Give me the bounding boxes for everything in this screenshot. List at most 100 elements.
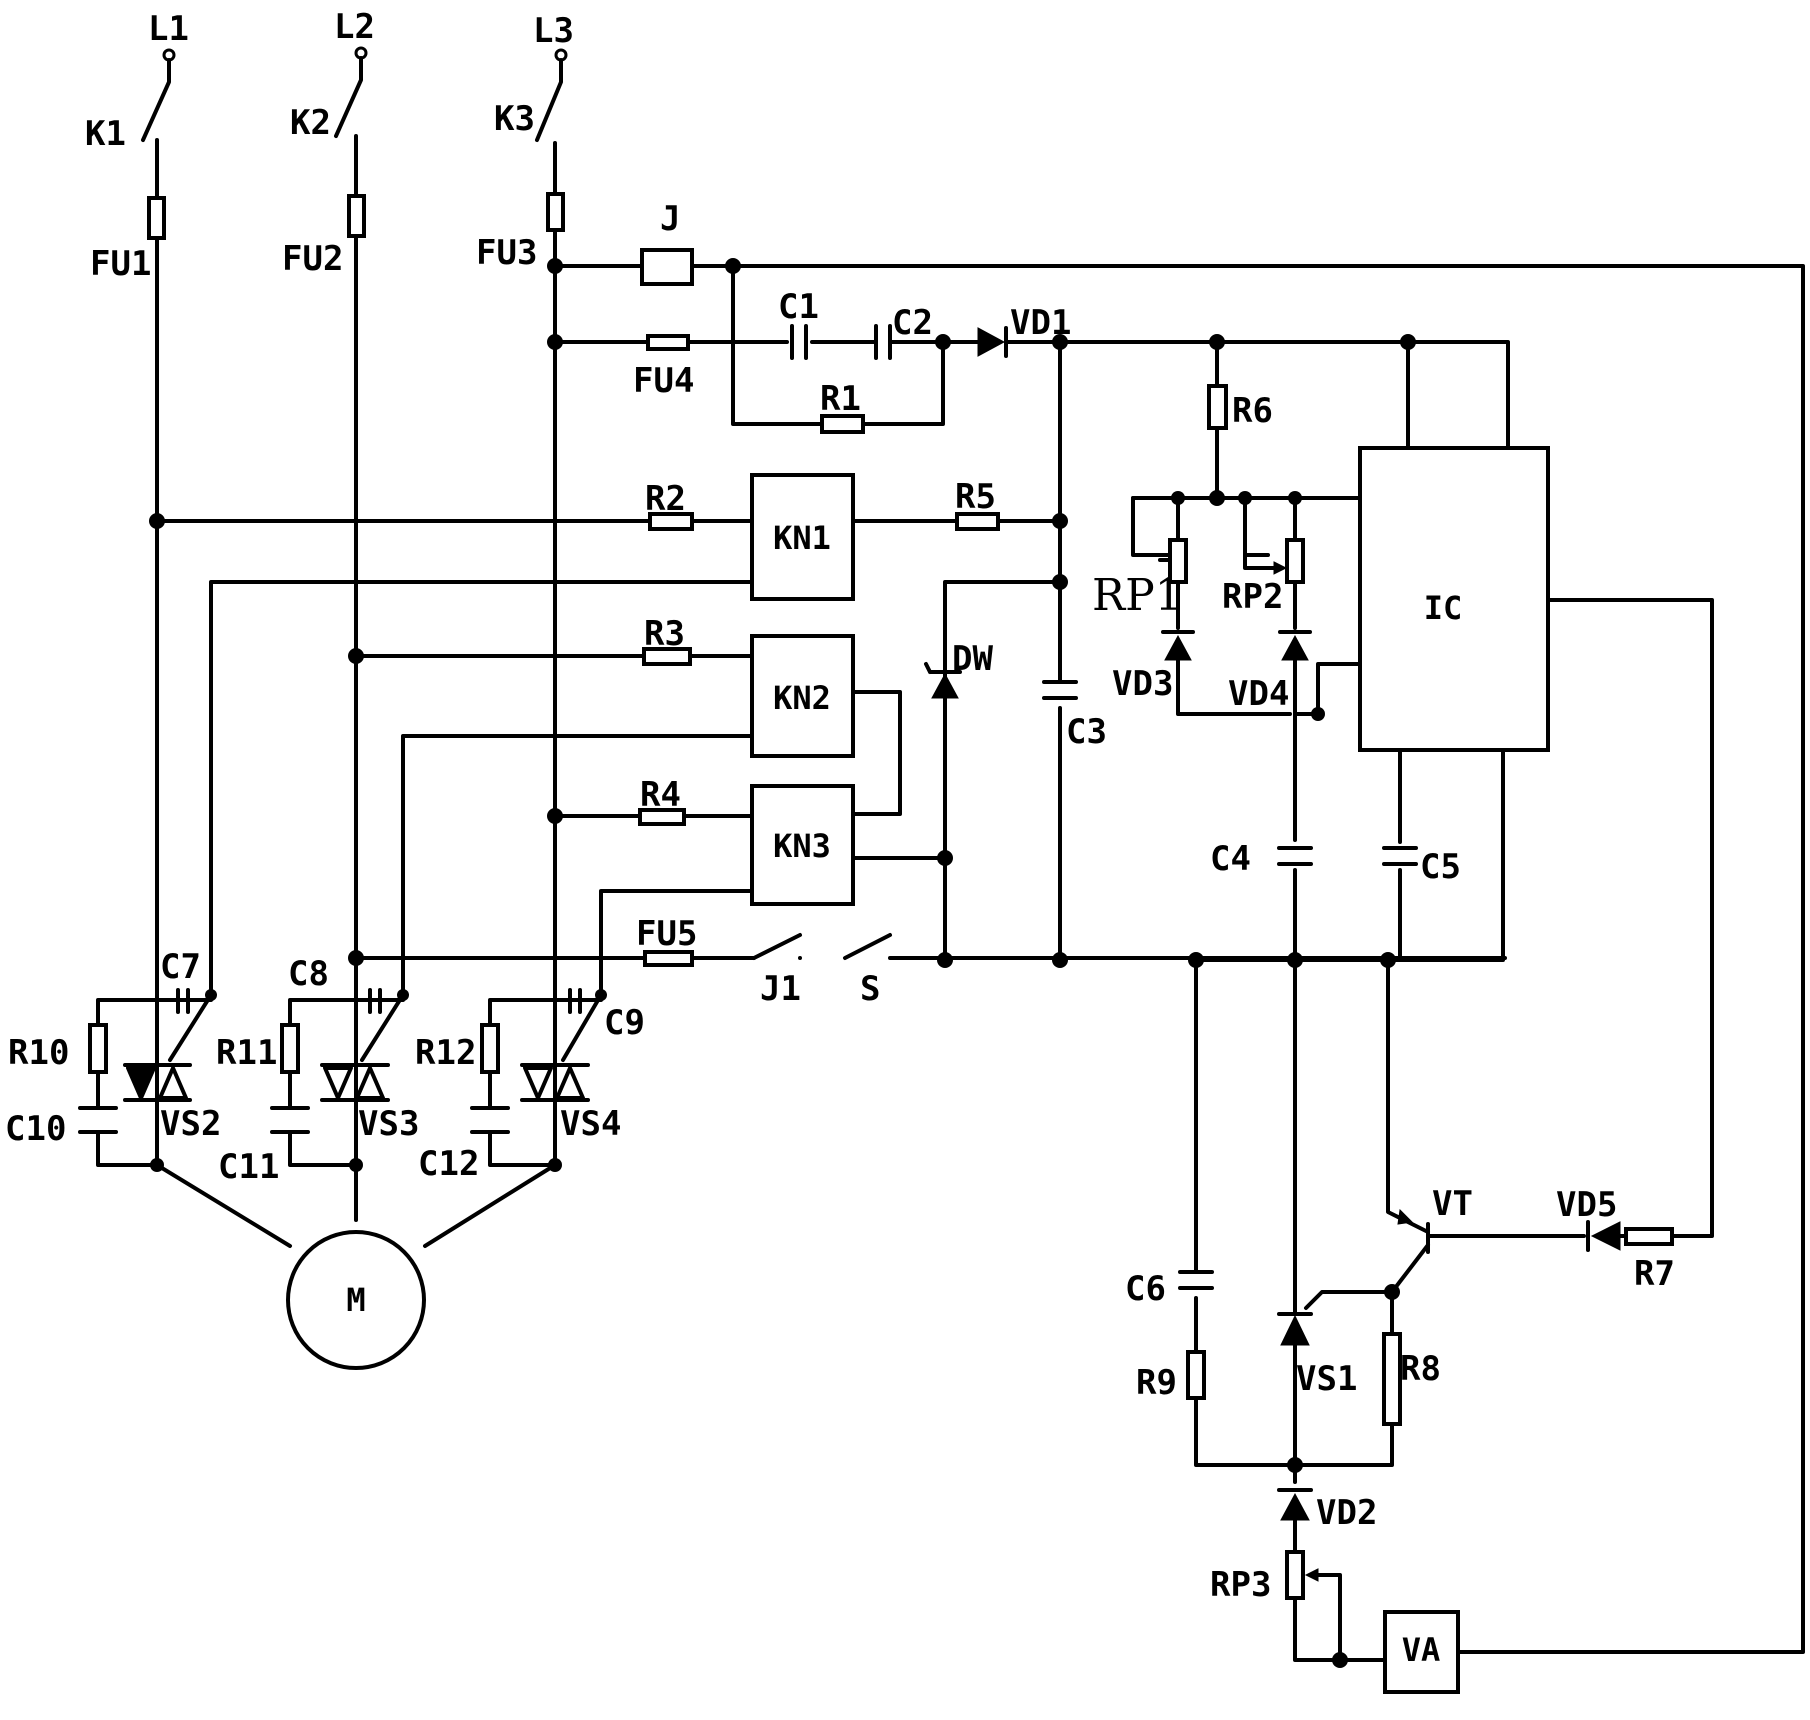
junction-dots xyxy=(149,258,1416,1668)
resistor-r4: R4 xyxy=(638,775,686,826)
switch-s: S xyxy=(843,933,892,1009)
capacitor-c11: C11 xyxy=(218,1106,310,1187)
svg-text:R6: R6 xyxy=(1232,391,1273,431)
svg-text:VS1: VS1 xyxy=(1296,1359,1357,1399)
svg-text:C1: C1 xyxy=(778,287,819,327)
potentiometer-rp3: RP3 xyxy=(1210,1550,1319,1605)
svg-text:VA: VA xyxy=(1402,1631,1441,1669)
svg-text:C12: C12 xyxy=(418,1144,479,1184)
resistor-r8: R8 xyxy=(1382,1332,1441,1426)
svg-text:VD4: VD4 xyxy=(1228,674,1289,714)
diode-vd5: VD5 xyxy=(1556,1185,1621,1252)
svg-text:R8: R8 xyxy=(1400,1349,1441,1389)
transistor-vt: VT xyxy=(1397,1184,1473,1225)
svg-text:VD5: VD5 xyxy=(1556,1185,1617,1225)
resistor-r2: R2 xyxy=(645,479,694,531)
svg-text:R10: R10 xyxy=(8,1033,69,1073)
supply-l3: L3 K3 xyxy=(494,11,574,142)
resistor-r9: R9 xyxy=(1136,1350,1206,1403)
fuse-fu2: FU2 xyxy=(282,194,366,279)
svg-text:M: M xyxy=(346,1281,365,1319)
capacitor-c1: C1 xyxy=(778,287,819,360)
svg-text:R1: R1 xyxy=(820,379,861,419)
svg-text:IC: IC xyxy=(1424,589,1463,627)
svg-text:VT: VT xyxy=(1432,1184,1473,1224)
svg-text:J1: J1 xyxy=(760,969,801,1009)
svg-text:VD2: VD2 xyxy=(1316,1493,1377,1533)
resistor-r12: R12 xyxy=(415,1023,500,1074)
svg-text:R2: R2 xyxy=(645,479,686,519)
svg-text:C9: C9 xyxy=(604,1003,645,1043)
svg-text:FU5: FU5 xyxy=(636,914,697,954)
svg-text:RP1: RP1 xyxy=(1092,570,1183,621)
svg-text:FU4: FU4 xyxy=(633,361,694,401)
svg-text:VS4: VS4 xyxy=(560,1104,621,1144)
fuse-fu5: FU5 xyxy=(636,914,697,967)
capacitor-c7: C7 xyxy=(160,947,213,1062)
svg-text:C7: C7 xyxy=(160,947,201,987)
triac-vs4: VS4 xyxy=(520,1063,621,1144)
svg-text:RP3: RP3 xyxy=(1210,1565,1271,1605)
svg-text:VS3: VS3 xyxy=(358,1104,419,1144)
supply-l2: L2 K2 xyxy=(290,7,375,143)
svg-text:R11: R11 xyxy=(216,1033,277,1073)
potentiometer-rp1: RP1 xyxy=(1092,538,1188,621)
relay-j: J xyxy=(640,199,694,286)
svg-text:C5: C5 xyxy=(1420,847,1461,887)
capacitor-c6: C6 xyxy=(1125,1269,1214,1309)
svg-text:C10: C10 xyxy=(5,1109,66,1149)
capacitor-c2: C2 xyxy=(874,303,933,360)
wires xyxy=(96,134,1805,1662)
block-kn3: KN3 xyxy=(750,784,855,906)
resistor-r7: R7 xyxy=(1624,1227,1675,1294)
label-k3: K3 xyxy=(494,99,535,139)
switch-j1: J1 xyxy=(752,933,802,1009)
svg-text:FU3: FU3 xyxy=(476,233,537,273)
svg-text:FU1: FU1 xyxy=(90,244,151,284)
resistor-r11: R11 xyxy=(216,1023,300,1074)
svg-text:R5: R5 xyxy=(955,477,996,517)
capacitor-c8: C8 xyxy=(288,954,405,1062)
svg-text:C11: C11 xyxy=(218,1147,279,1187)
block-ic: IC xyxy=(1358,446,1550,752)
svg-text:C4: C4 xyxy=(1210,839,1251,879)
capacitor-c9: C9 xyxy=(561,988,645,1062)
diode-vd3: VD3 xyxy=(1112,630,1195,704)
zener-dw: DW xyxy=(924,639,993,699)
svg-text:R7: R7 xyxy=(1634,1254,1675,1294)
svg-text:C6: C6 xyxy=(1125,1269,1166,1309)
label-k2: K2 xyxy=(290,103,331,143)
svg-text:R12: R12 xyxy=(415,1033,476,1073)
motor-m: M xyxy=(286,1230,426,1370)
svg-text:KN3: KN3 xyxy=(773,827,831,865)
potentiometer-rp2: RP2 xyxy=(1222,538,1305,617)
block-va: VA xyxy=(1383,1610,1460,1694)
label-k1: K1 xyxy=(85,114,126,154)
svg-text:C2: C2 xyxy=(892,303,933,343)
label-l3: L3 xyxy=(533,11,574,51)
svg-text:VD3: VD3 xyxy=(1112,664,1173,704)
svg-text:DW: DW xyxy=(952,639,993,679)
fuse-fu3: FU3 xyxy=(476,192,565,273)
svg-text:R4: R4 xyxy=(640,775,681,815)
svg-text:R9: R9 xyxy=(1136,1363,1177,1403)
resistor-r6: R6 xyxy=(1207,384,1273,431)
label-l1: L1 xyxy=(148,9,189,49)
capacitor-c10: C10 xyxy=(5,1106,118,1149)
svg-text:KN1: KN1 xyxy=(773,519,831,557)
diode-vd4: VD4 xyxy=(1228,630,1312,714)
svg-text:C8: C8 xyxy=(288,954,329,994)
capacitor-c4: C4 xyxy=(1210,839,1313,879)
capacitor-c5: C5 xyxy=(1382,846,1461,887)
capacitor-c3: C3 xyxy=(1042,680,1107,752)
triac-vs3: VS3 xyxy=(320,1063,419,1144)
svg-text:S: S xyxy=(860,969,880,1009)
svg-text:RP2: RP2 xyxy=(1222,577,1283,617)
svg-text:R3: R3 xyxy=(644,614,685,654)
supply-l1: L1 K1 xyxy=(85,9,189,154)
block-kn2: KN2 xyxy=(750,634,855,758)
resistor-r3: R3 xyxy=(642,614,692,666)
block-kn1: KN1 xyxy=(750,473,855,601)
svg-text:VS2: VS2 xyxy=(160,1104,221,1144)
